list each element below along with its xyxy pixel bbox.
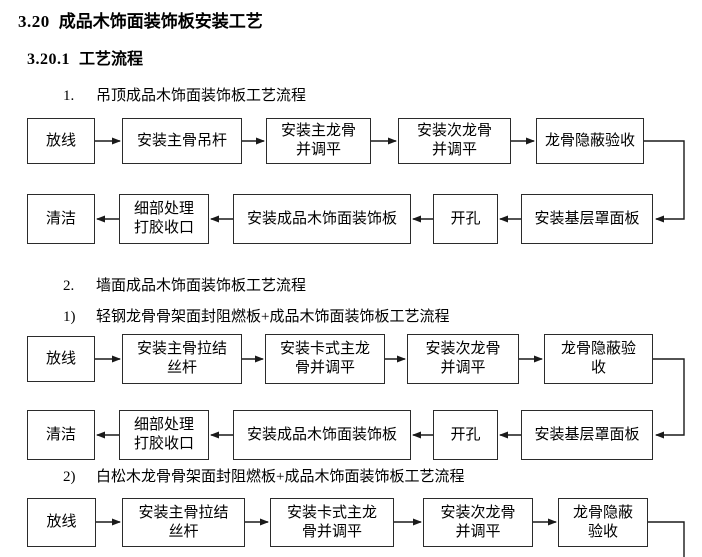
flow-node: 安装主骨拉结 丝杆 xyxy=(122,498,245,547)
flow-node: 安装主骨拉结 丝杆 xyxy=(122,334,242,384)
flow-node: 安装主龙骨 并调平 xyxy=(266,118,371,164)
flow-node: 放线 xyxy=(27,498,96,547)
flow-node: 开孔 xyxy=(433,410,498,460)
subsection-number: 3.20.1 xyxy=(27,51,70,68)
flow-node: 细部处理 打胶收口 xyxy=(119,410,209,460)
subsection-heading: 3.20.1 工艺流程 xyxy=(27,45,143,69)
list-marker: 2) xyxy=(63,469,76,485)
flow-node: 安装次龙骨 并调平 xyxy=(423,498,533,547)
flow-node: 安装成品木饰面装饰板 xyxy=(233,194,411,244)
flow-node: 开孔 xyxy=(433,194,498,244)
flow-node: 安装基层罩面板 xyxy=(521,410,653,460)
list-text: 吊顶成品木饰面装饰板工艺流程 xyxy=(96,88,307,104)
flow-node: 安装卡式主龙 骨并调平 xyxy=(270,498,394,547)
flow-node: 放线 xyxy=(27,336,95,382)
list-text: 轻钢龙骨骨架面封阻燃板+成品木饰面装饰板工艺流程 xyxy=(96,309,450,325)
flow-node: 龙骨隐蔽验收 xyxy=(536,118,644,164)
section-heading: 3.20 成品木饰面装饰板安装工艺 xyxy=(18,7,263,32)
list-item-light-steel: 1) 轻钢龙骨骨架面封阻燃板+成品木饰面装饰板工艺流程 xyxy=(63,305,449,326)
flow-node: 安装基层罩面板 xyxy=(521,194,653,244)
subsection-title: 工艺流程 xyxy=(79,51,144,68)
section-number: 3.20 xyxy=(18,12,50,31)
list-item-wall: 2. 墙面成品木饰面装饰板工艺流程 xyxy=(63,274,306,295)
list-item-pine: 2) 白松木龙骨骨架面封阻燃板+成品木饰面装饰板工艺流程 xyxy=(63,465,464,486)
flow-node: 安装主骨吊杆 xyxy=(122,118,242,164)
list-text: 白松木龙骨骨架面封阻燃板+成品木饰面装饰板工艺流程 xyxy=(96,469,465,485)
flow-node: 安装次龙骨 并调平 xyxy=(407,334,519,384)
flow-node: 细部处理 打胶收口 xyxy=(119,194,209,244)
list-text: 墙面成品木饰面装饰板工艺流程 xyxy=(96,278,307,294)
flow-node: 安装次龙骨 并调平 xyxy=(398,118,511,164)
list-item-ceiling: 1. 吊顶成品木饰面装饰板工艺流程 xyxy=(63,84,306,105)
flow-node: 安装成品木饰面装饰板 xyxy=(233,410,411,460)
flow-node: 清洁 xyxy=(27,410,95,460)
list-marker: 1) xyxy=(63,309,76,325)
flow-node: 放线 xyxy=(27,118,95,164)
section-title: 成品木饰面装饰板安装工艺 xyxy=(58,12,263,31)
list-marker: 2. xyxy=(63,278,75,294)
flow-node: 龙骨隐蔽 验收 xyxy=(558,498,648,547)
flow-node: 安装卡式主龙 骨并调平 xyxy=(265,334,385,384)
list-marker: 1. xyxy=(63,88,75,104)
flow-node: 清洁 xyxy=(27,194,95,244)
flow-node: 龙骨隐蔽验 收 xyxy=(544,334,653,384)
